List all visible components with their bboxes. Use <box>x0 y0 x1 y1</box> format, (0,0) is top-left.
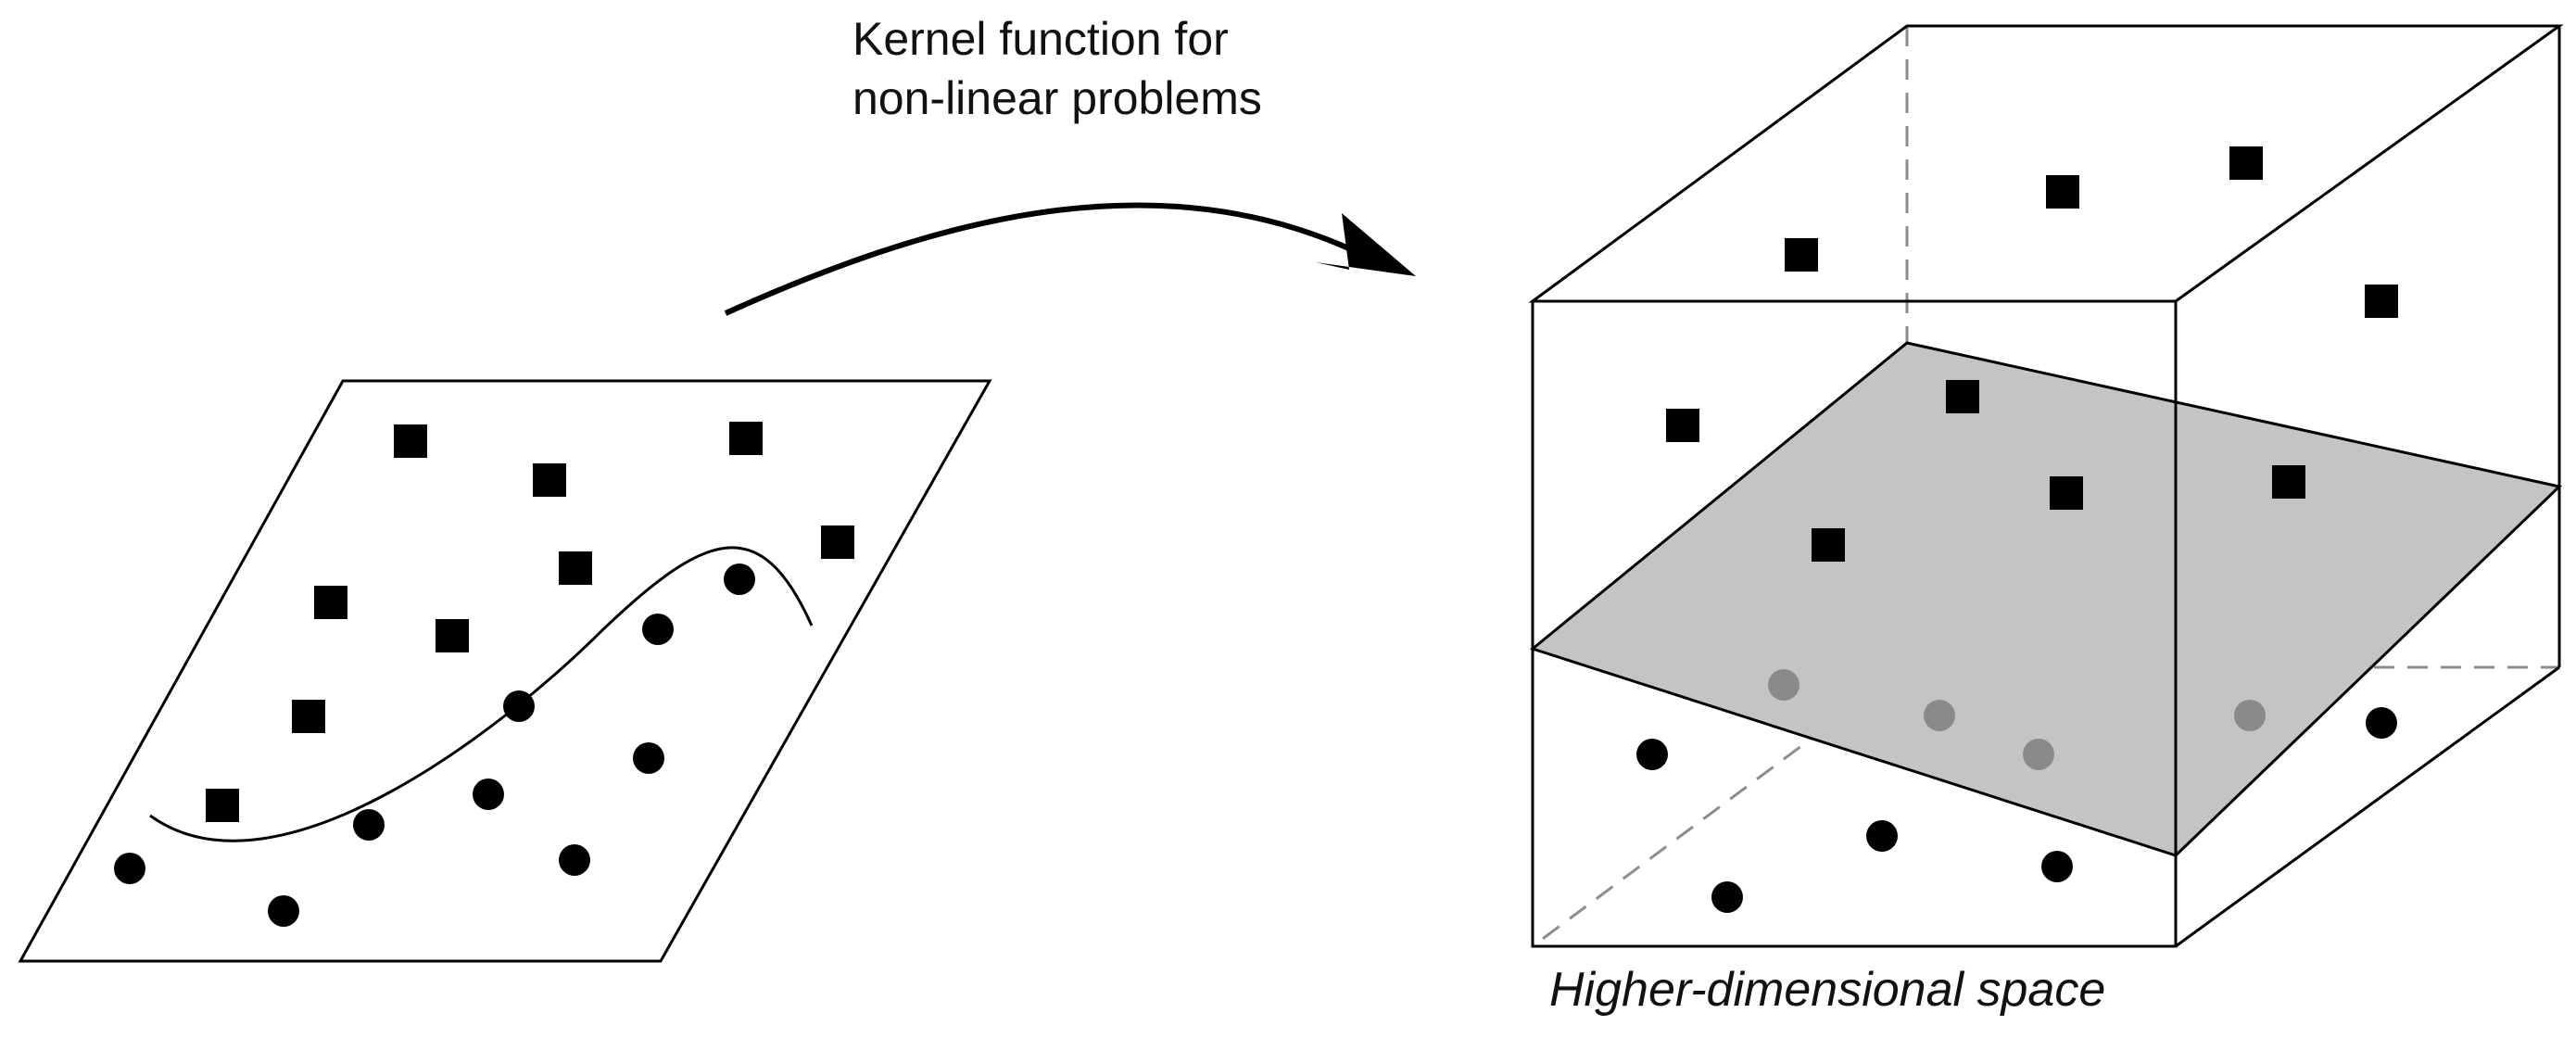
circle-marker-icon <box>2366 707 2397 739</box>
circle-marker-icon <box>353 809 385 841</box>
circle-marker-icon <box>503 690 535 722</box>
square-marker-icon <box>2229 146 2263 180</box>
circle-marker-icon <box>114 853 145 884</box>
mapping-arrow-shaft <box>724 202 1355 316</box>
square-marker-icon <box>1785 238 1818 272</box>
kernel-function-caption: Kernel function for non-linear problems <box>852 9 1262 128</box>
circle-marker-icon <box>559 844 590 876</box>
mapping-arrow-head <box>1316 213 1416 276</box>
circle-marker-icon <box>1636 739 1668 770</box>
square-marker-icon <box>2365 285 2398 318</box>
square-marker-icon <box>314 586 347 619</box>
circle-marker-icon <box>642 614 674 645</box>
square-marker-icon <box>1946 380 1979 413</box>
kernel-caption-line-1: Kernel function for <box>852 13 1229 65</box>
square-marker-icon <box>1666 409 1699 442</box>
circle-marker-icon <box>268 895 299 927</box>
projected-circle-marker-icon <box>1768 669 1799 701</box>
circle-marker-icon <box>1866 820 1898 852</box>
square-marker-icon <box>206 789 239 822</box>
square-marker-icon <box>2050 476 2083 510</box>
nonlinear-decision-curve <box>149 546 814 842</box>
projected-circle-points <box>1768 669 2266 770</box>
square-marker-icon <box>2046 175 2079 209</box>
projected-circle-marker-icon <box>2023 739 2054 770</box>
square-marker-icon <box>1812 528 1845 562</box>
kernel-caption-line-2: non-linear problems <box>852 72 1262 124</box>
kernel-mapping-arrow-icon <box>724 202 1416 316</box>
feature-square-points <box>1666 146 2398 562</box>
circle-marker-icon <box>724 563 755 595</box>
projected-circle-marker-icon <box>2234 700 2266 731</box>
square-marker-icon <box>292 700 325 733</box>
feature-circle-points <box>1636 707 2397 913</box>
cube-top-face <box>1528 24 2564 303</box>
circle-marker-icon <box>1711 881 1743 913</box>
circle-marker-icon <box>473 778 504 810</box>
square-marker-icon <box>436 619 469 652</box>
circle-marker-icon <box>633 742 664 774</box>
circle-marker-icon <box>2041 851 2073 882</box>
input-space-plane <box>18 379 992 963</box>
feature-space-cube <box>1528 24 2564 948</box>
cube-right-bottom-edge <box>2175 665 2560 948</box>
higher-dimensional-space-label: Higher-dimensional space <box>1549 963 2106 1017</box>
square-marker-icon <box>821 525 854 559</box>
square-marker-icon <box>729 422 763 455</box>
square-marker-icon <box>394 424 427 458</box>
square-marker-icon <box>559 551 592 585</box>
input-square-points <box>206 422 854 822</box>
input-plane-outline <box>18 379 992 963</box>
input-circle-points <box>114 563 755 927</box>
square-marker-icon <box>533 463 566 497</box>
square-marker-icon <box>2272 465 2305 499</box>
projected-circle-marker-icon <box>1924 700 1955 731</box>
